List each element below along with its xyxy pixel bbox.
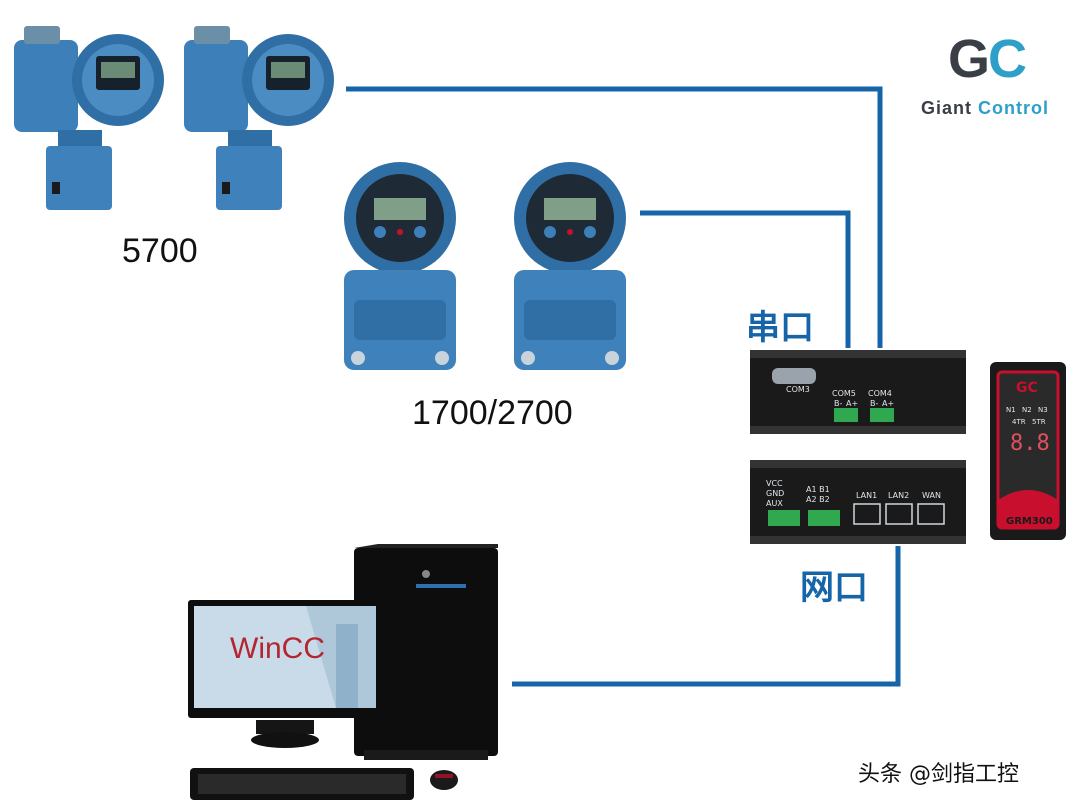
logo-word-control: Control: [978, 98, 1050, 118]
grm-model: GRM300: [1006, 516, 1053, 527]
com3-label: COM3: [786, 385, 810, 394]
label-network-port: 网口: [800, 568, 868, 608]
logo-word-giant: Giant: [921, 98, 973, 118]
mouse: [430, 770, 458, 790]
com5-a-label: A+: [846, 399, 858, 408]
com4-b-label: B-: [870, 399, 878, 408]
com5-b-label: B-: [834, 399, 842, 408]
aux-label: AUX: [766, 499, 783, 508]
pc-tower: [354, 544, 498, 760]
wincc-logo: WinCC: [230, 632, 325, 665]
lan2-port: [885, 503, 913, 525]
label-1700-2700: 1700/2700: [412, 394, 573, 432]
gateway-network-side: VCC GND AUX A1 B1 A2 B2 LAN1 LAN2 WAN: [750, 460, 966, 544]
com4-label: COM4: [868, 389, 892, 398]
wincc-pc: WinCC: [188, 544, 498, 800]
lan1-label: LAN1: [856, 491, 877, 500]
logo-letter-g: G: [948, 29, 990, 89]
vcc-label: VCC: [766, 479, 783, 488]
grm-n1: N1: [1006, 406, 1016, 414]
grm-digits: 8.8: [1010, 431, 1050, 456]
logo-text: Giant Control: [921, 98, 1049, 119]
logo-letter-c: C: [988, 29, 1027, 89]
label-serial-port: 串口: [746, 308, 814, 348]
wire-5700-to-serial: [346, 86, 883, 348]
gnd-label: GND: [766, 489, 784, 498]
transmitter-1700-left: [344, 162, 456, 370]
transmitters-5700: [14, 26, 334, 210]
giant-control-logo: GC: [948, 28, 1027, 90]
com3-port: [772, 368, 816, 384]
rs485-terminal: [808, 510, 840, 526]
wire-pc-to-network: [512, 546, 901, 687]
grm-brand: GC: [1016, 380, 1038, 396]
monitor: WinCC: [188, 600, 382, 748]
com5-label: COM5: [832, 389, 856, 398]
grm-n2: N2: [1022, 406, 1032, 414]
grm300-device: GC N1 N2 N3 4TR 5TR 8.8 GRM300: [990, 362, 1066, 540]
com5-terminal: [834, 408, 858, 422]
wan-port: [917, 503, 945, 525]
transmitter-5700-right: [184, 26, 334, 210]
a2b2-label: A2 B2: [806, 495, 830, 504]
transmitter-1700-right: [514, 162, 626, 370]
gateway-serial-side: COM3 COM5 COM4 B- A+ B- A+: [750, 350, 966, 434]
watermark: 头条 @剑指工控: [858, 762, 1019, 787]
com4-terminal: [870, 408, 894, 422]
a1b1-label: A1 B1: [806, 485, 830, 494]
lan1-port: [853, 503, 881, 525]
label-5700: 5700: [122, 232, 198, 270]
keyboard: [190, 768, 414, 800]
grm-5tr: 5TR: [1032, 418, 1046, 426]
transmitter-5700-left: [14, 26, 164, 210]
wan-label: WAN: [922, 491, 941, 500]
grm-4tr: 4TR: [1012, 418, 1026, 426]
wire-1700-to-serial: [640, 210, 851, 348]
grm-n3: N3: [1038, 406, 1048, 414]
transmitters-1700-2700: [344, 162, 626, 370]
lan2-label: LAN2: [888, 491, 909, 500]
power-terminal: [768, 510, 800, 526]
com4-a-label: A+: [882, 399, 894, 408]
